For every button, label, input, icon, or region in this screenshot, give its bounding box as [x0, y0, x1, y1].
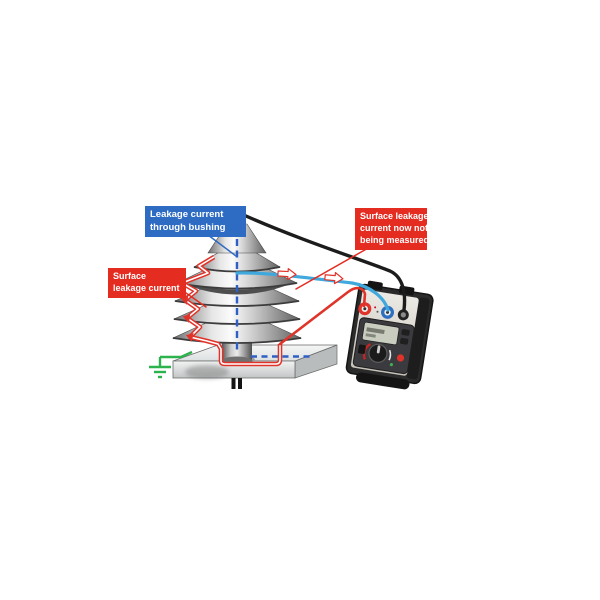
tester-terminals	[358, 302, 409, 321]
pointer-surface-leakage	[185, 292, 207, 308]
insulation-tester	[345, 280, 434, 390]
callout-line: leakage current	[113, 282, 180, 293]
tester-button-bottom	[399, 337, 409, 345]
ground-symbol	[149, 350, 193, 379]
tester-button-top	[401, 329, 410, 336]
tester-rotary-knob	[362, 343, 392, 363]
pointer-bushing-leakage	[207, 234, 237, 257]
current-flow-arrows	[277, 267, 344, 285]
test-lead-blue	[235, 267, 390, 312]
ground-wire	[160, 350, 193, 359]
callout-line: current now not	[360, 222, 428, 233]
callout-surface-leakage: Surface leakage current	[108, 268, 186, 298]
callout-line: Surface leakage	[360, 211, 429, 221]
tester-latch-left	[367, 280, 383, 291]
pointer-surface-not-measured	[295, 246, 371, 290]
shed-underside-bulge	[179, 282, 295, 295]
mounting-flange	[172, 344, 338, 389]
callout-line: Leakage current	[150, 209, 224, 220]
tester-power-button	[396, 354, 405, 362]
callout-pointer-lines	[185, 234, 371, 308]
surface-leakage-path	[177, 255, 283, 367]
callout-bushing-leakage: Leakage current through bushing	[145, 206, 246, 238]
test-lead-black	[244, 214, 407, 312]
slab-shadow	[185, 365, 229, 379]
callout-line: Surface	[113, 271, 147, 281]
callout-line: being measured	[360, 234, 430, 245]
tester-case-side	[406, 297, 430, 380]
callout-surface-not-measured: Surface leakage current now not being me…	[355, 208, 430, 250]
test-lead-red	[278, 286, 367, 346]
callout-line: through bushing	[150, 221, 226, 233]
tester-handle	[355, 372, 410, 390]
tester-switch	[357, 344, 366, 355]
bottom-stud	[231, 378, 242, 389]
